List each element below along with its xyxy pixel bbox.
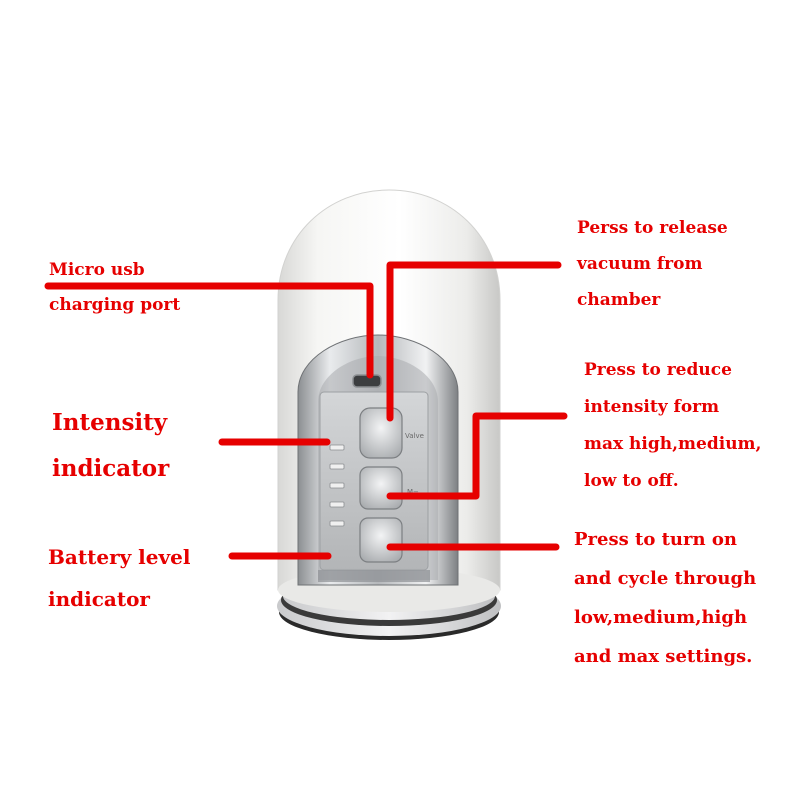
leader-valve <box>386 261 562 422</box>
annotation-line: max high,medium, <box>584 434 762 454</box>
minus-button[interactable] <box>359 466 403 510</box>
valve-button-label: Valve <box>405 432 424 440</box>
leader-usb <box>44 282 374 379</box>
annotation-line: Battery level <box>48 545 191 569</box>
leader-minus <box>386 412 568 500</box>
annotation-line: indicator <box>48 587 150 611</box>
battery-indicator-annotation: Battery level indicator <box>48 536 190 620</box>
annotation-line: and cycle through <box>574 568 757 589</box>
annotation-line: vacuum from <box>577 254 703 274</box>
annotation-line: indicator <box>52 455 170 482</box>
annotation-line: Intensity <box>52 409 168 436</box>
minus-button-annotation: Press to reduce intensity form max high,… <box>584 352 761 500</box>
annotation-line: Press to turn on <box>574 529 737 550</box>
annotation-line: intensity form <box>584 397 720 417</box>
annotation-line: Micro usb <box>49 260 145 280</box>
minus-button-label: M− <box>407 488 419 496</box>
annotation-line: chamber <box>577 290 661 310</box>
annotation-line: and max settings. <box>574 646 753 667</box>
intensity-indicator-annotation: Intensity indicator <box>52 400 169 492</box>
annotation-line: low to off. <box>584 471 679 491</box>
usb-port-annotation: Micro usb charging port <box>49 253 180 323</box>
annotation-line: charging port <box>49 295 181 315</box>
plus-button-annotation: Press to turn on and cycle through low,m… <box>574 520 756 676</box>
intensity-leds <box>329 444 345 527</box>
plus-button[interactable] <box>359 517 403 563</box>
annotation-line: Press to reduce <box>584 360 732 380</box>
valve-button-annotation: Perss to release vacuum from chamber <box>577 210 728 318</box>
annotation-line: low,medium,high <box>574 607 748 628</box>
valve-button[interactable] <box>359 407 403 459</box>
annotation-line: Perss to release <box>577 218 728 238</box>
